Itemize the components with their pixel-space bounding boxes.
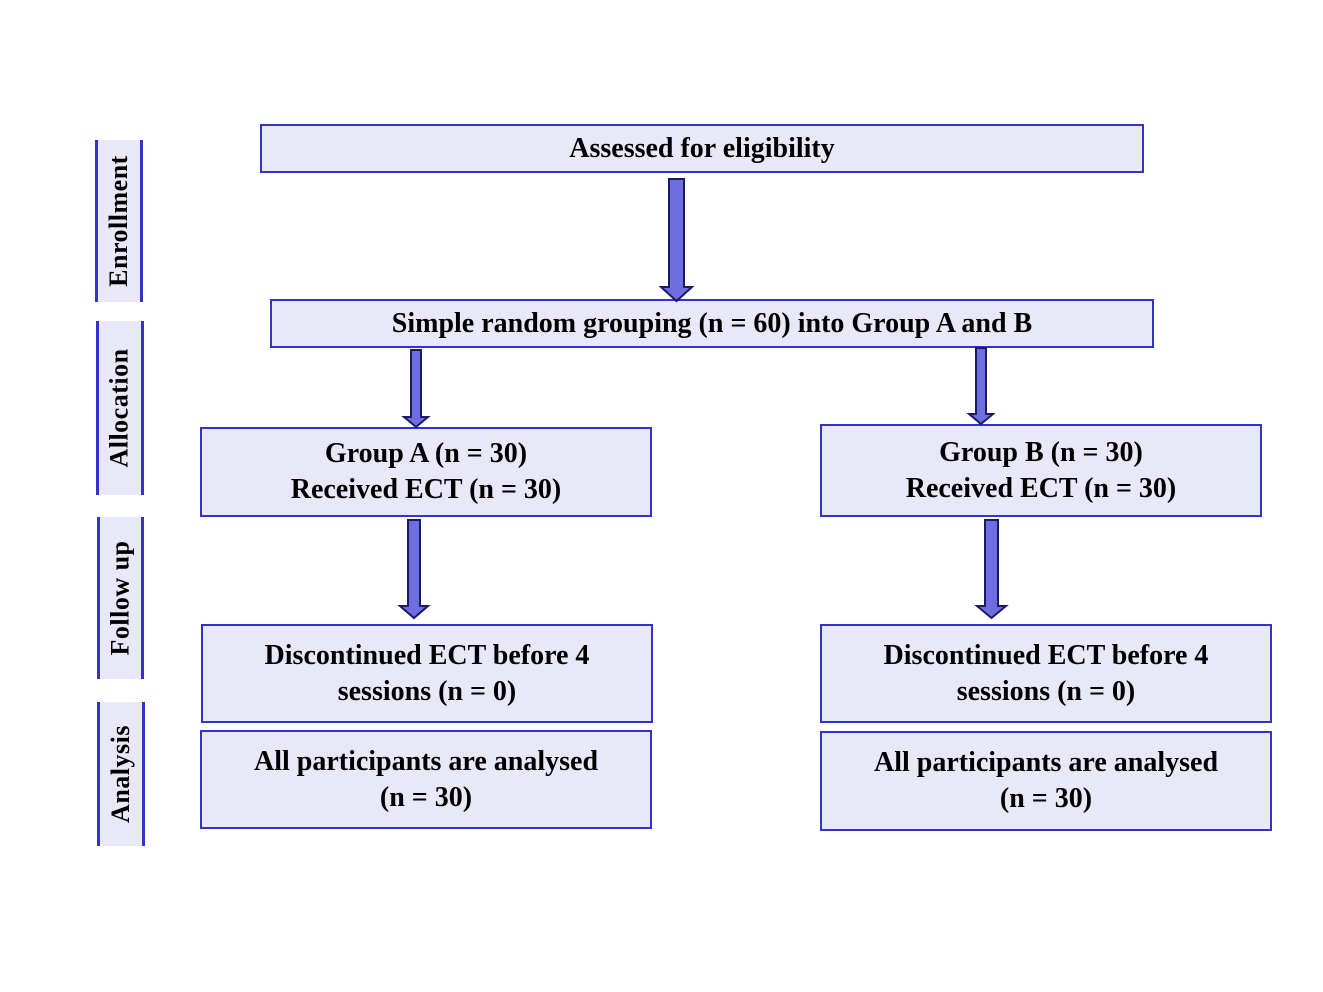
- discontinued-b-box: Discontinued ECT before 4 sessions (n = …: [820, 624, 1272, 723]
- stage-analysis: Analysis: [97, 702, 145, 846]
- stage-enrollment: Enrollment: [95, 140, 143, 302]
- arrow-eligibility-to-randomization: [658, 178, 695, 303]
- arrow-randomization-to-group-b: [966, 347, 996, 426]
- eligibility-box: Assessed for eligibility: [260, 124, 1144, 173]
- arrow-group-b-to-discontinued-b: [974, 519, 1009, 620]
- discontinued-a-box: Discontinued ECT before 4 sessions (n = …: [201, 624, 653, 723]
- stage-allocation: Allocation: [96, 321, 144, 495]
- analysed-a-box: All participants are analysed (n = 30): [200, 730, 652, 829]
- group-a-box: Group A (n = 30) Received ECT (n = 30): [200, 427, 652, 517]
- group-b-box: Group B (n = 30) Received ECT (n = 30): [820, 424, 1262, 517]
- arrow-randomization-to-group-a: [401, 349, 431, 429]
- randomization-box: Simple random grouping (n = 60) into Gro…: [270, 299, 1154, 348]
- stage-follow-up: Follow up: [97, 517, 144, 679]
- analysed-b-box: All participants are analysed (n = 30): [820, 731, 1272, 831]
- arrow-group-a-to-discontinued-a: [397, 519, 431, 620]
